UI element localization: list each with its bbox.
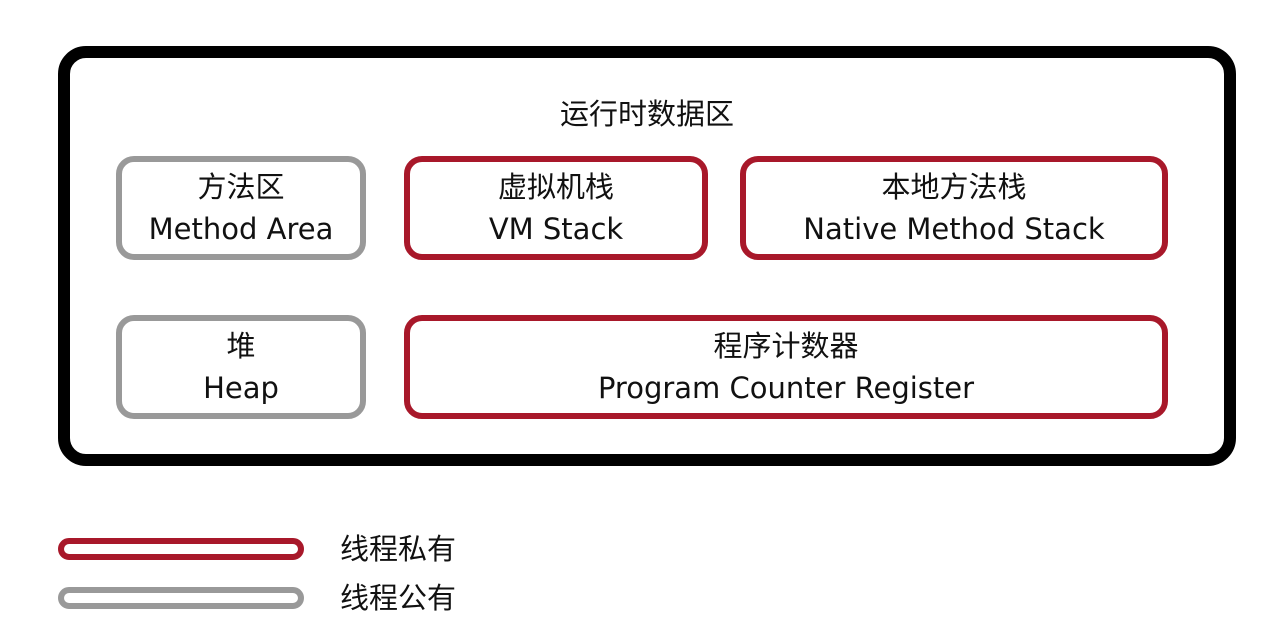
legend-shared-label: 线程公有 xyxy=(340,581,457,615)
native-method-stack-zh-label: 本地方法栈 xyxy=(881,170,1027,204)
method-area-zh-label: 方法区 xyxy=(197,170,285,204)
native-method-stack-box: 本地方法栈 Native Method Stack xyxy=(740,156,1168,260)
program-counter-box: 程序计数器 Program Counter Register xyxy=(404,315,1168,419)
method-area-en-label: Method Area xyxy=(148,212,334,246)
heap-zh-label: 堆 xyxy=(226,329,256,363)
legend-private-swatch xyxy=(58,538,304,560)
vm-stack-zh-label: 虚拟机栈 xyxy=(497,170,614,204)
native-method-stack-en-label: Native Method Stack xyxy=(803,212,1105,246)
method-area-box: 方法区 Method Area xyxy=(116,156,366,260)
runtime-data-area-title: 运行时数据区 xyxy=(559,97,734,131)
legend-private-label: 线程私有 xyxy=(340,532,457,566)
heap-en-label: Heap xyxy=(203,371,279,405)
vm-stack-en-label: VM Stack xyxy=(488,212,624,246)
vm-stack-box: 虚拟机栈 VM Stack xyxy=(404,156,708,260)
program-counter-zh-label: 程序计数器 xyxy=(713,329,859,363)
legend-shared-swatch xyxy=(58,587,304,609)
program-counter-en-label: Program Counter Register xyxy=(597,371,975,405)
runtime-data-area-container: 运行时数据区 xyxy=(58,46,1236,466)
heap-box: 堆 Heap xyxy=(116,315,366,419)
